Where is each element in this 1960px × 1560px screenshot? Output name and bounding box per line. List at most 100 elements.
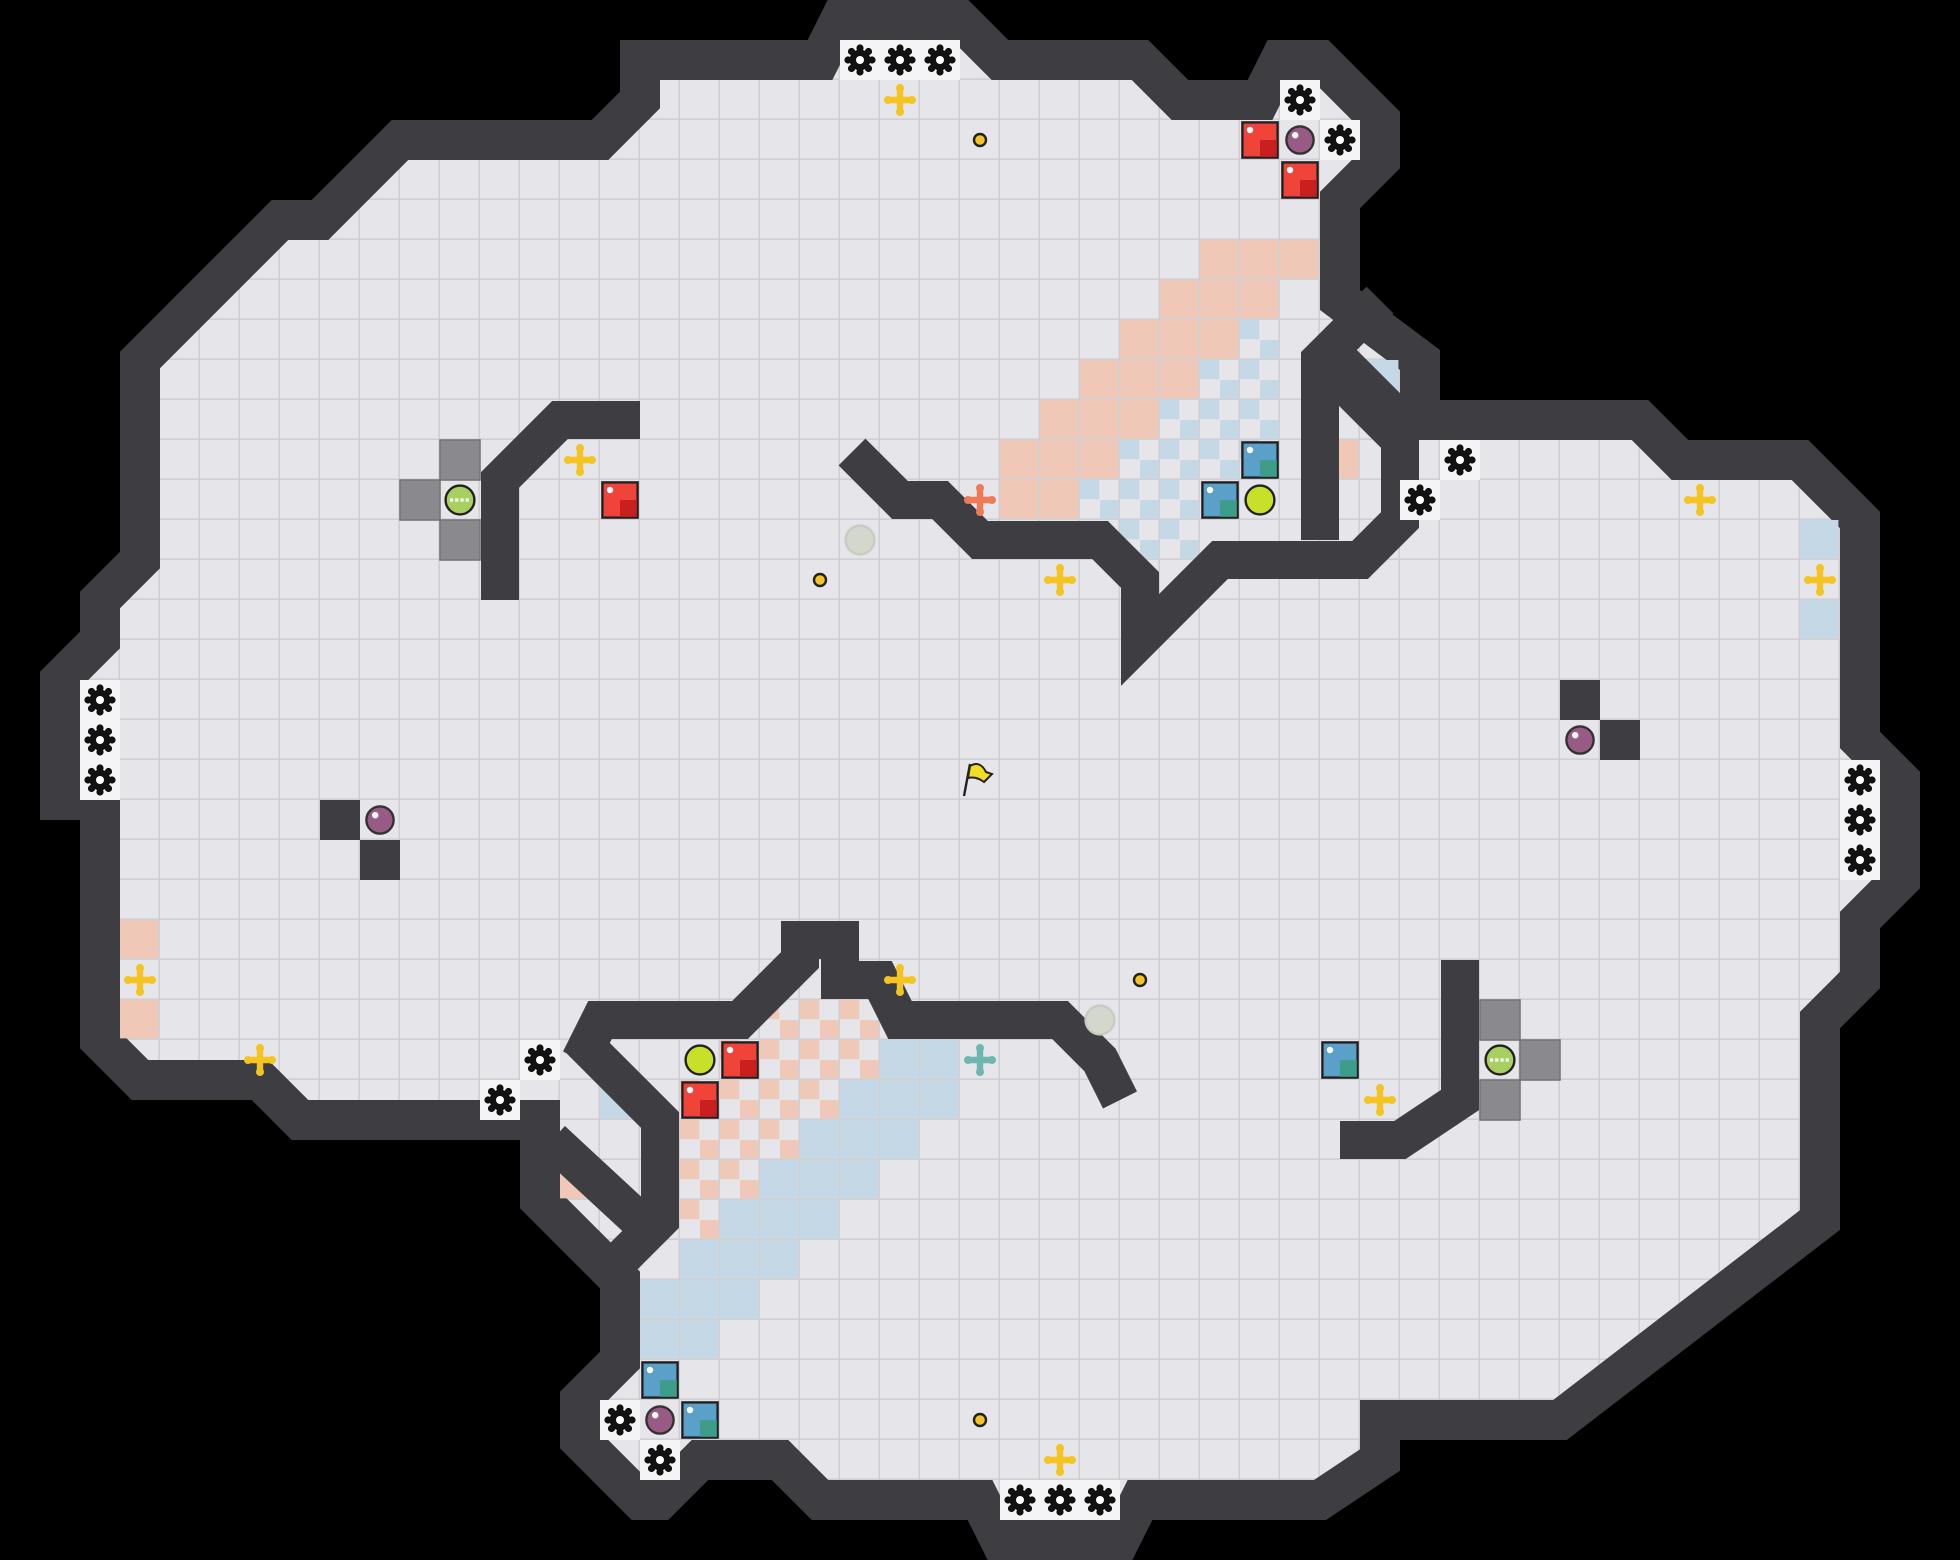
gate-icon bbox=[1519, 1039, 1561, 1081]
blue-tile-icon bbox=[681, 1401, 719, 1439]
gear-icon bbox=[640, 1440, 680, 1480]
map-items bbox=[80, 40, 1880, 1520]
gear-icon bbox=[1440, 440, 1480, 480]
red-checker-tile bbox=[720, 1080, 759, 1119]
blue-zone-tile bbox=[840, 1160, 879, 1199]
inner-wall bbox=[1340, 960, 1479, 1159]
blue-tile-icon bbox=[641, 1361, 679, 1399]
inner-wall bbox=[566, 1026, 679, 1294]
red-zone-tile bbox=[1240, 280, 1279, 319]
blue-checker-tile bbox=[1160, 400, 1199, 439]
boost-arrows-icon bbox=[124, 964, 156, 996]
red-checker-tile bbox=[760, 1080, 799, 1119]
boost-arrows-icon bbox=[964, 483, 996, 516]
bomb-icon bbox=[365, 805, 395, 835]
gate-icon bbox=[399, 479, 441, 521]
button-dot-icon bbox=[972, 1412, 988, 1428]
team-zones bbox=[120, 240, 1839, 1359]
blue-zone-tile bbox=[680, 1320, 719, 1359]
blue-zone-tile bbox=[920, 1040, 959, 1079]
blue-zone-tile bbox=[880, 1120, 919, 1159]
blue-checker-tile bbox=[1240, 320, 1279, 359]
red-zone-tile bbox=[1080, 400, 1119, 439]
red-zone-tile bbox=[1120, 360, 1159, 399]
red-checker-tile bbox=[800, 1080, 839, 1119]
portal-icon bbox=[844, 524, 876, 556]
boost-arrows-icon bbox=[1364, 1084, 1396, 1116]
blue-zone-tile bbox=[920, 1080, 959, 1119]
boost-arrows-icon bbox=[884, 84, 916, 116]
gear-icon bbox=[1280, 80, 1320, 120]
blue-zone-tile bbox=[680, 1280, 719, 1319]
red-checker-tile bbox=[840, 1040, 879, 1079]
yellow-flag-icon[interactable] bbox=[962, 763, 994, 797]
gear-icon bbox=[80, 760, 120, 800]
powerup-icon bbox=[684, 1044, 716, 1076]
red-zone-tile bbox=[1080, 360, 1119, 399]
blue-zone-tile bbox=[680, 1240, 719, 1279]
blue-zone-tile bbox=[640, 1280, 679, 1319]
red-zone-tile bbox=[1080, 440, 1119, 479]
blue-checker-tile bbox=[1160, 440, 1199, 479]
blue-checker-tile bbox=[1120, 480, 1159, 519]
blue-checker-tile bbox=[1200, 440, 1239, 479]
gear-icon bbox=[1840, 800, 1880, 840]
blue-zone-tile bbox=[800, 1120, 839, 1159]
red-checker-tile bbox=[760, 1120, 799, 1159]
gate-icon bbox=[1479, 1079, 1521, 1121]
blue-zone-tile bbox=[760, 1160, 799, 1199]
red-tile-icon bbox=[1241, 121, 1279, 159]
blue-zone-tile bbox=[880, 1080, 919, 1119]
red-zone-tile bbox=[1280, 240, 1319, 279]
blue-zone-tile bbox=[720, 1280, 759, 1319]
blue-zone-tile bbox=[640, 1320, 679, 1359]
blue-checker-tile bbox=[1080, 480, 1119, 519]
red-checker-tile bbox=[680, 1120, 719, 1159]
red-zone-tile bbox=[1160, 360, 1199, 399]
red-zone-tile bbox=[1240, 240, 1279, 279]
wall-block bbox=[320, 800, 360, 840]
red-zone-tile bbox=[1000, 440, 1039, 479]
inner-wall bbox=[1306, 346, 1414, 454]
button-dot-icon bbox=[1132, 972, 1148, 988]
blue-checker-tile bbox=[1240, 360, 1279, 399]
boost-arrows-icon bbox=[564, 443, 596, 476]
red-zone-tile bbox=[120, 1000, 159, 1039]
gate-icon bbox=[439, 519, 481, 561]
boost-arrows-icon bbox=[964, 1044, 996, 1076]
blue-checker-tile bbox=[1160, 520, 1199, 559]
boost-arrows-icon bbox=[1044, 1444, 1076, 1476]
gate-icon bbox=[439, 439, 481, 481]
boost-arrows-icon bbox=[1044, 564, 1076, 596]
gear-icon bbox=[1840, 760, 1880, 800]
boost-arrows-icon bbox=[884, 964, 916, 996]
portal-icon bbox=[1084, 1004, 1116, 1036]
red-zone-tile bbox=[1000, 480, 1039, 519]
red-zone-tile bbox=[1200, 280, 1239, 319]
powerup-icon bbox=[1244, 484, 1276, 516]
blue-zone-tile bbox=[880, 1040, 919, 1079]
inner-walls bbox=[320, 286, 1640, 1294]
gear-icon bbox=[600, 1400, 640, 1440]
boost-arrows-icon bbox=[244, 1044, 276, 1076]
bomb-icon bbox=[1285, 125, 1315, 155]
gear-icon bbox=[1080, 1480, 1120, 1520]
gear-icon bbox=[1000, 1480, 1040, 1520]
blue-checker-tile bbox=[1240, 400, 1279, 439]
red-checker-tile bbox=[760, 1040, 799, 1079]
blue-zone-tile bbox=[840, 1120, 879, 1159]
red-zone-tile bbox=[1160, 320, 1199, 359]
gate-button-icon bbox=[1484, 1044, 1516, 1076]
inner-wall bbox=[563, 921, 1137, 1109]
blue-zone-tile bbox=[1800, 600, 1839, 639]
inner-wall bbox=[539, 1126, 673, 1254]
gear-icon bbox=[840, 40, 880, 80]
red-tile-icon bbox=[721, 1041, 759, 1079]
red-zone-tile bbox=[1200, 320, 1239, 359]
gear-icon bbox=[480, 1080, 520, 1120]
red-zone-tile bbox=[1040, 400, 1079, 439]
blue-zone-tile bbox=[720, 1240, 759, 1279]
gate-icon bbox=[1479, 999, 1521, 1041]
wall-block bbox=[360, 840, 400, 880]
